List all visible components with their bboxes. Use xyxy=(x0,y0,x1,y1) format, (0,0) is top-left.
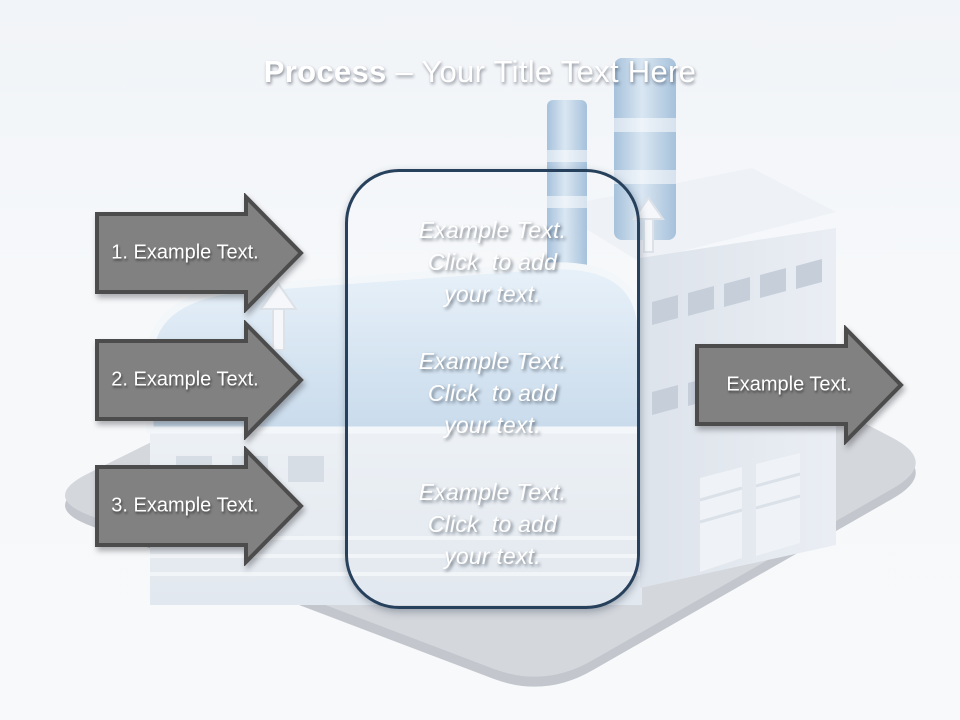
process-arrow-1[interactable]: 1. Example Text. xyxy=(95,193,305,313)
placeholder-text-block-3[interactable]: Example Text. Click to add your text. xyxy=(360,476,625,572)
text-line: Example Text. xyxy=(418,479,567,505)
text-line: Click to add xyxy=(427,249,558,275)
process-arrow-2-label: 2. Example Text. xyxy=(111,368,259,391)
slide-title-rest: – Your Title Text Here xyxy=(395,54,697,89)
output-arrow-label: Example Text. xyxy=(726,373,852,396)
text-line: Click to add xyxy=(427,511,558,537)
process-arrow-1-shape xyxy=(95,193,304,313)
slide-title[interactable]: Process – Your Title Text Here xyxy=(0,54,960,90)
text-line: Example Text. xyxy=(418,217,567,243)
process-arrow-2-shape xyxy=(95,320,304,440)
process-arrow-3-label: 3. Example Text. xyxy=(111,494,259,517)
center-text-panel: Example Text. Click to add your text. Ex… xyxy=(345,169,640,609)
text-line: Click to add xyxy=(427,380,558,406)
text-line: your text. xyxy=(444,281,541,307)
process-arrow-1-label: 1. Example Text. xyxy=(111,241,259,264)
placeholder-text-block-2[interactable]: Example Text. Click to add your text. xyxy=(360,345,625,441)
center-text-panel-inner: Example Text. Click to add your text. Ex… xyxy=(348,172,637,606)
process-arrow-3[interactable]: 3. Example Text. xyxy=(95,446,305,566)
door-2 xyxy=(756,453,800,556)
door-1 xyxy=(700,467,742,572)
arrow-up-ornament-left xyxy=(259,282,298,351)
output-arrow-shape xyxy=(695,325,904,445)
process-arrow-2[interactable]: 2. Example Text. xyxy=(95,320,305,440)
output-arrow[interactable]: Example Text. xyxy=(695,325,905,445)
text-line: your text. xyxy=(444,412,541,438)
placeholder-text-block-1[interactable]: Example Text. Click to add your text. xyxy=(360,214,625,310)
right-wall-windows-row1 xyxy=(652,259,822,325)
text-line: Example Text. xyxy=(418,348,567,374)
process-arrow-3-shape xyxy=(95,446,304,566)
arrow-up-ornament-right xyxy=(632,196,665,253)
right-wall-doors xyxy=(699,453,801,572)
arrow-up-ornaments xyxy=(259,196,665,351)
text-line: your text. xyxy=(444,543,541,569)
slide-title-emphasis: Process xyxy=(263,54,387,89)
